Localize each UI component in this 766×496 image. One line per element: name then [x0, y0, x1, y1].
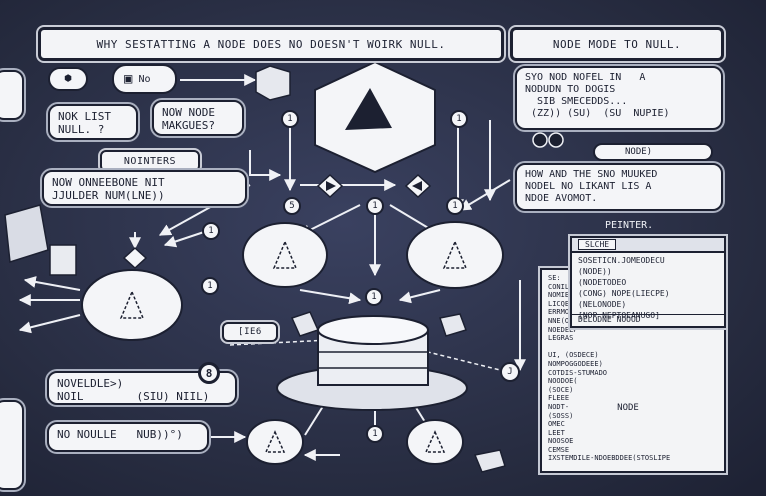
- code-lines: SE: CONIL. NOMIEMLO LICQE) ERRMODE NNE(O…: [548, 274, 718, 463]
- code-line: [NOP NEPTOEANUGO]: [578, 311, 660, 320]
- edge-panel-left: [0, 70, 24, 120]
- cube-icon: [290, 311, 320, 337]
- code-line: NOODOE(: [548, 377, 578, 386]
- code-line: ERRMODE: [548, 308, 578, 317]
- arrow-left-out-3: [23, 276, 81, 291]
- code-line: [548, 343, 718, 352]
- arrow-node-to-stack: [299, 289, 362, 305]
- code-line: SOSETICN.JOMEODECU: [578, 256, 665, 265]
- code-line: NODT-: [548, 402, 570, 411]
- code-line: (NODETODEO: [578, 278, 627, 287]
- code-panel-title: SLCHE: [578, 239, 617, 250]
- code-panel-footer: DELODNE NOOOD: [572, 314, 724, 326]
- pointer-label: PEINTER.: [605, 220, 654, 231]
- no-label: No: [138, 73, 151, 85]
- code-line: (NELONODE): [578, 300, 627, 309]
- number-badge: 1: [450, 110, 468, 128]
- code-line: NNE(OOUE): [548, 316, 586, 325]
- note-box: SYO NOD NOFEL IN A NODUDN TO DOGIS SIB S…: [515, 66, 723, 130]
- dashed-link-right: [419, 349, 501, 371]
- node-ellipse-left: [242, 222, 328, 288]
- code-line: NOOSOE: [548, 437, 574, 446]
- square-icon: ▣: [124, 71, 133, 87]
- stack-top: [317, 315, 429, 345]
- arrow-from-how: [458, 179, 511, 211]
- cube-icon: [439, 313, 467, 337]
- hexagon-icon: ⬢: [64, 74, 72, 84]
- code-line: CEMSE: [548, 445, 570, 454]
- arrow-elbow: [249, 150, 282, 181]
- node-circle-label: NODE: [617, 403, 639, 413]
- code-line: SE:: [548, 274, 561, 282]
- code-line: NOMIEMLO: [548, 291, 582, 300]
- code-panel-top: SLCHE SOSETICN.JOMEODECU (NODE)) (NODETO…: [570, 236, 726, 328]
- nok-list-box: NOK LIST NULL. ?: [48, 104, 138, 140]
- no-node-pill: ▣ No: [112, 64, 177, 94]
- number-badge: 1: [202, 222, 220, 240]
- number-badge: 1: [366, 425, 384, 443]
- node-ellipse-bottom-left: [246, 419, 304, 465]
- page-title: WHY SESTATTING A NODE DOES NO DOESN'T WO…: [38, 27, 504, 61]
- node-ellipse-bottom-right: [406, 419, 464, 465]
- code-line: LEET: [548, 428, 565, 437]
- cube-icon: [4, 204, 49, 263]
- number-badge: J: [500, 362, 520, 382]
- document-icon: [49, 244, 77, 276]
- code-line: (CONG) NOPE(LIECPE): [578, 289, 670, 298]
- now-onneebone-box: NOW ONNEEBONE NIT JJULDER NUM(LNE)): [42, 170, 247, 206]
- number-badge: 5: [283, 197, 301, 215]
- dashed-link-left: [229, 339, 331, 346]
- edge-panel-left-bottom: [0, 400, 24, 490]
- now-node-box: NOW NODE MAKGUES?: [152, 100, 244, 136]
- node-pill: NODE): [593, 143, 713, 161]
- ref-badge: [IE6: [222, 322, 278, 342]
- number-badge: 1: [365, 288, 383, 306]
- code-line: (SOCE): [548, 385, 574, 394]
- code-lines: SOSETICN.JOMEODECU (NODE)) (NODETODEO (C…: [572, 253, 724, 323]
- code-line: (NODE)): [578, 267, 612, 276]
- code-line: LICQE): [548, 299, 574, 308]
- side-title: NODE MODE TO NULL.: [510, 27, 724, 61]
- code-line: FLEEE: [548, 394, 570, 403]
- number-badge: 1: [366, 197, 384, 215]
- number-badge: 1: [201, 277, 219, 295]
- pointers-tab: NOINTERS: [100, 150, 200, 172]
- number-badge: 8: [198, 362, 220, 384]
- code-line: UI, (OSDECE): [548, 351, 599, 360]
- code-line: IXSTEMDILE-NDOEBDDEE(STOSLIPE: [548, 454, 671, 463]
- triangle-icon: [345, 88, 392, 130]
- link-node-pill: ⬢: [48, 67, 88, 91]
- node-ellipse-far-left: [81, 269, 183, 341]
- number-badge: 1: [281, 110, 299, 128]
- dashed-triangle-icon: [424, 430, 446, 453]
- cube-icon: [255, 65, 291, 101]
- number-badge: 1: [446, 197, 464, 215]
- how-box: HOW AND THE SNO MUUKED NODEL NO LIKANT L…: [515, 163, 723, 211]
- cube-icon: [473, 449, 506, 473]
- code-line: NOEDEEP: [548, 325, 578, 334]
- code-line: (SOSS): [548, 411, 574, 420]
- code-line: CONIL.: [548, 282, 574, 291]
- code-line: OMEC: [548, 420, 565, 429]
- code-line: LEGRAS: [548, 334, 574, 343]
- code-line: NOMPOGGODEEE): [548, 359, 603, 368]
- novel-box: NOVELDLE>) NOIL (SIU) NIIL): [47, 371, 237, 405]
- dashed-triangle-icon: [264, 430, 286, 453]
- no-noulle-box: NO NOULLE NUB))°): [47, 422, 209, 452]
- arrow-right-node-stack: [398, 289, 441, 304]
- diamond-connector: [122, 246, 148, 270]
- code-line: COTDIS-STUMADO: [548, 368, 608, 377]
- node-ellipse-right: [406, 221, 504, 289]
- code-panel-titlebar: SLCHE: [572, 238, 724, 253]
- arrow-left-out-2: [18, 314, 81, 334]
